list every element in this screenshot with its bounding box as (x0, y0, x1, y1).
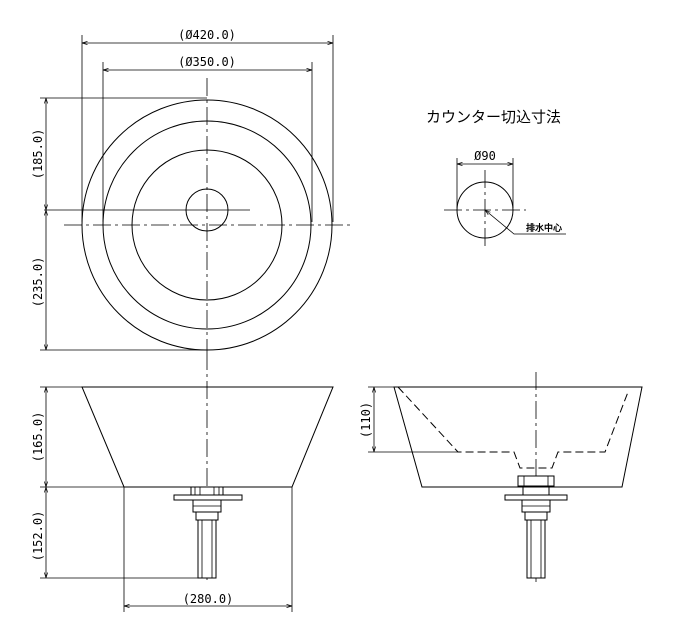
drain-flange (173, 494, 243, 501)
drain-length-label: (152.0) (31, 511, 45, 562)
drain-center-label: 排水中心 (526, 222, 562, 234)
cutout-diameter-label: Ø90 (474, 149, 496, 163)
front-elevation: (165.0) (152.0) (280.0) (31, 352, 334, 612)
cutout-detail: カウンター切込寸法 Ø90 排水中心 (426, 108, 566, 250)
bowl-profile (81, 386, 334, 488)
plan-view: (Ø420.0) (Ø350.0) (185.0) (235.0) (31, 28, 352, 352)
side-bowl-profile (393, 386, 643, 488)
center-to-bottom-label: (235.0) (31, 257, 45, 308)
side-drain-flange (504, 494, 568, 501)
cutout-title: カウンター切込寸法 (426, 108, 561, 126)
side-drain-pipe (526, 519, 546, 579)
drain-center-leader (485, 210, 566, 235)
top-to-center-label: (185.0) (31, 129, 45, 180)
base-width-label: (280.0) (183, 592, 234, 606)
side-section: (110) (359, 372, 643, 582)
bowl-height-label: (165.0) (31, 412, 45, 463)
drain-pipe (197, 519, 217, 579)
inner-basin-hidden-line (397, 386, 629, 469)
inner-diameter-label: (Ø350.0) (178, 55, 236, 69)
side-depth-label: (110) (359, 402, 373, 438)
outer-diameter-label: (Ø420.0) (178, 28, 236, 42)
